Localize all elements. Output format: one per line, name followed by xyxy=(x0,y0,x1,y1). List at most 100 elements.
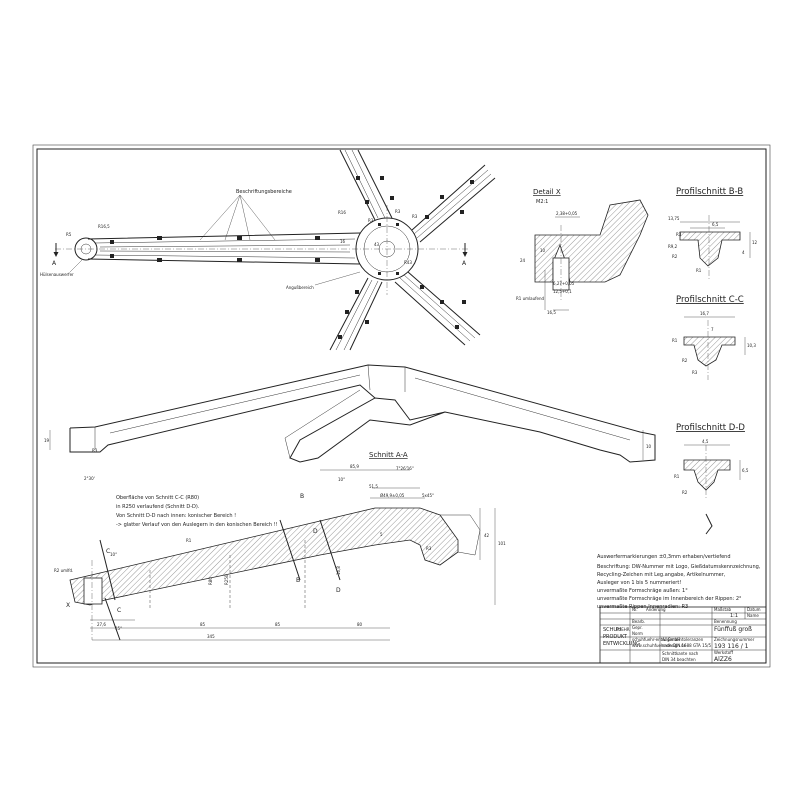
aa-label-d: D xyxy=(313,528,318,535)
aa-label-x: X xyxy=(66,602,70,609)
side-view: 19 R3 2°30' 10 xyxy=(44,364,656,481)
profile-bb-d6: R2 xyxy=(672,254,678,259)
note-cc-line-4: -> glatter Verlauf von den Auslegern in … xyxy=(116,522,278,528)
tb-scale-label: Maßstab xyxy=(714,607,732,612)
profile-bb-d4: 12 xyxy=(752,240,758,245)
detail-x-d5: 24 xyxy=(520,258,526,263)
aa-bottom-1: 85 xyxy=(200,622,206,627)
note-cc-line-1: Oberfläche von Schnitt C-C (R80) xyxy=(116,495,199,501)
tb-addr-2: www.schuhfuehr-design.de xyxy=(632,643,686,648)
dim-r-arm: R16 xyxy=(338,210,346,215)
aa-left-r: R2 umlfd. xyxy=(54,568,73,573)
aa-27-6: 27,6 xyxy=(97,622,106,627)
side-dim-left: 19 xyxy=(44,438,50,443)
tb-material: AlZZ6 xyxy=(714,656,732,663)
tb-tolerances-2: nach DIN 1688 GTA 15/5 xyxy=(662,643,712,648)
profile-dd-view: Profilschnitt D-D 4,5 6,5 R1 R2 xyxy=(674,423,749,535)
aa-label-b2: B xyxy=(296,577,300,584)
aa-angle-1: 10° xyxy=(338,477,345,482)
aa-label-c: C xyxy=(106,548,110,555)
tb-row-date: Datum xyxy=(747,607,761,612)
tb-material-label: Werkstoff xyxy=(714,650,733,655)
tb-drawing-label: Zeichnungsnummer xyxy=(714,637,755,642)
tb-company-l2: PRODUKT xyxy=(603,634,628,640)
section-a-left: A xyxy=(52,260,57,267)
aa-bottom-3: 80 xyxy=(357,622,363,627)
outer-frame xyxy=(32,144,771,668)
tb-company-l1: SCHUH xyxy=(603,627,621,633)
profile-cc-view: Profilschnitt C-C 16,7 7 10,3 R1 R2 R3 xyxy=(672,295,756,380)
aa-101: 101 xyxy=(498,541,506,546)
detail-x-d3: 12,5+0,1 xyxy=(553,289,572,294)
inner-frame xyxy=(36,148,767,664)
side-dim-right: 10 xyxy=(646,444,652,449)
aa-top-3: 51,5 xyxy=(369,484,378,489)
aa-label-c2: C xyxy=(117,607,121,614)
detail-x-d1: 2,38+0,05 xyxy=(556,211,578,216)
profile-bb-view: Profilschnitt B-B 13,75 6,5 R3 12 4 R2 R… xyxy=(668,187,758,280)
aa-top-5: 5x45° xyxy=(422,493,434,498)
aa-top-4: Ø49,9±0,05 xyxy=(380,493,405,498)
tb-row-nr: Nr. xyxy=(632,607,638,612)
general-note-3: Recycling-Zeichen mit Leg.angabe, Artike… xyxy=(597,572,726,578)
profile-dd-d4: R2 xyxy=(682,490,688,495)
note-cc: Oberfläche von Schnitt C-C (R80) in R250… xyxy=(116,495,278,528)
aa-42: 42 xyxy=(484,533,490,538)
profile-cc-d1: 16,7 xyxy=(700,311,709,316)
tb-tolerances-1: Allgemeintoleranzen xyxy=(662,637,704,642)
profile-bb-title: Profilschnitt B-B xyxy=(676,187,743,197)
tb-row-name: Name xyxy=(747,613,759,618)
tb-gepr: Gepr. xyxy=(632,625,643,630)
aa-r3: R3 xyxy=(426,546,432,551)
aa-total: 345 xyxy=(207,634,215,639)
aa-top-2: 7°26'16" xyxy=(396,466,414,471)
detail-x-d7: R1 umlaufend xyxy=(516,296,545,301)
general-note-6: unvermaßte Formschräge im Innenbereich d… xyxy=(597,596,742,602)
top-view: Beschriftungsbereiche Hülsenauswerfer An… xyxy=(40,149,496,351)
profile-dd-d3: R1 xyxy=(674,474,680,479)
detail-x-scale: M2:1 xyxy=(536,199,548,205)
aa-bottom-2: 85 xyxy=(275,622,281,627)
dim-r43: R43 xyxy=(404,260,412,265)
note-cc-line-2: in R250 verlaufend (Schnitt D-D). xyxy=(116,504,200,510)
general-note-5: unvermaßte Formschräge außen: 1° xyxy=(597,588,688,594)
tb-addr-1: schuhfuehr-entw. GmbH xyxy=(632,637,680,642)
dim-16: 16 xyxy=(340,239,346,244)
aa-5: 5 xyxy=(380,532,383,537)
profile-cc-d5: R2 xyxy=(682,358,688,363)
aa-angle-3: 10° xyxy=(110,552,117,557)
label-angussbereich: Angußbereich xyxy=(286,285,314,290)
aa-r80: R80 xyxy=(208,577,213,585)
section-aa-title: Schnitt A-A xyxy=(369,451,408,459)
title-block: Nr. Änderung Datum Name Bearb. Gepr. Nor… xyxy=(599,606,767,664)
dim-r3: R3 xyxy=(395,209,401,214)
general-note-4: Ausleger von 1 bis 5 nummeriert! xyxy=(597,580,681,586)
tb-company-mark: FUEHR xyxy=(616,627,630,632)
profile-cc-d4: R1 xyxy=(672,338,678,343)
tb-edges-1: Schnittkante nach xyxy=(662,651,699,656)
detail-x-d2: 6,27+0,05 xyxy=(553,281,575,286)
section-a-right: A xyxy=(462,260,467,267)
profile-bb-d1: 13,75 xyxy=(668,216,680,221)
profile-dd-d1: 4,5 xyxy=(702,439,709,444)
general-notes: Auswerfermarkierungen ±0,3mm erhaben/ver… xyxy=(597,554,761,610)
note-cc-line-3: Von Schnitt D-D nach innen: konischer Be… xyxy=(116,513,236,519)
side-dim-angle: 2°30' xyxy=(84,476,95,481)
profile-dd-d2: 6,5 xyxy=(742,468,749,473)
dim-r-center-2: R3 xyxy=(412,214,418,219)
dim-43: 43 xyxy=(374,242,380,247)
profile-cc-d2: 7 xyxy=(711,327,714,332)
profile-bb-d3: R3 xyxy=(676,232,682,237)
dim-r-hub: R5 xyxy=(66,232,72,237)
profile-dd-title: Profilschnitt D-D xyxy=(676,423,745,433)
tb-bearb: Bearb. xyxy=(632,619,645,624)
aa-angle-2: 15° xyxy=(115,626,122,631)
detail-x-view: Detail X M2:1 2,38+0,05 6,27+0,05 12,5+0… xyxy=(516,188,649,315)
profile-cc-d6: R3 xyxy=(692,370,698,375)
profile-bb-d2: 6,5 xyxy=(712,222,719,227)
section-aa-view: Schnitt A-A 85,9 7°26'16" 51,5 Ø49,9±0,0… xyxy=(54,451,506,641)
tb-company-l3: ENTWICKLUNG xyxy=(603,641,640,647)
tb-row-change: Änderung xyxy=(646,607,666,612)
aa-label-b: B xyxy=(300,493,304,500)
profile-cc-title: Profilschnitt C-C xyxy=(676,295,744,305)
